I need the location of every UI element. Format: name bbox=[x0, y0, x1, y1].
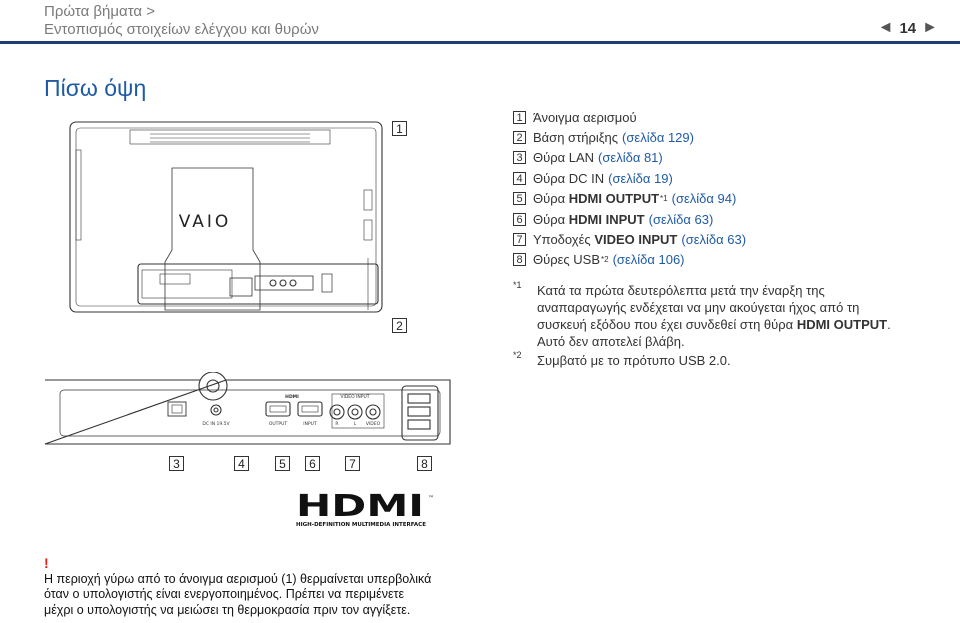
page-link[interactable]: (σελίδα 94) bbox=[671, 191, 737, 207]
video-jack-label: VIDEO bbox=[366, 421, 381, 427]
callout-1: 1 bbox=[392, 121, 407, 136]
port-panel-illustration: HDMI VIDEO INPUT DC IN 19.5V OUTPUT INPU… bbox=[44, 372, 451, 445]
footnote-1: *1 Κατά τα πρώτα δευτερόλεπτα μετά την έ… bbox=[513, 280, 891, 349]
page-link[interactable]: (σελίδα 19) bbox=[608, 170, 673, 186]
header-rule bbox=[0, 41, 960, 44]
audio-r-label: R bbox=[335, 421, 338, 427]
page-link[interactable]: (σελίδα 129) bbox=[622, 130, 694, 146]
callout-7: 7 bbox=[345, 456, 360, 471]
page-link[interactable]: (σελίδα 106) bbox=[612, 252, 685, 268]
video-input-label: VIDEO INPUT bbox=[340, 394, 369, 400]
callout-5: 5 bbox=[275, 456, 290, 471]
dc-in-label: DC IN 19.5V bbox=[202, 421, 230, 427]
page-link[interactable]: (σελίδα 81) bbox=[598, 150, 663, 166]
callout-3: 3 bbox=[169, 456, 184, 471]
callout-8: 8 bbox=[417, 456, 432, 471]
svg-text:HIGH-DEFINITION MULTIMEDIA INT: HIGH-DEFINITION MULTIMEDIA INTERFACE bbox=[296, 522, 426, 528]
hdmi-logo: HDMI ™ HIGH-DEFINITION MULTIMEDIA INTERF… bbox=[296, 490, 434, 528]
footnote-2: *2 Συμβατό με το πρότυπο USB 2.0. bbox=[513, 350, 731, 368]
page-navigation: ◄ 14 ► bbox=[878, 19, 938, 37]
warning-notice: ! Η περιοχή γύρω από το άνοιγμα αερισμού… bbox=[44, 555, 432, 617]
prev-page-button[interactable]: ◄ bbox=[877, 19, 894, 36]
warning-icon: ! bbox=[44, 555, 49, 571]
vaio-logo: VAIO bbox=[179, 212, 232, 232]
callout-6: 6 bbox=[305, 456, 320, 471]
breadcrumb-parent[interactable]: Πρώτα βήματα > bbox=[44, 3, 156, 20]
svg-text:™: ™ bbox=[428, 495, 434, 502]
hdmi-input-label: INPUT bbox=[303, 421, 317, 427]
page-link[interactable]: (σελίδα 63) bbox=[648, 211, 714, 227]
hdmi-port-label: HDMI bbox=[285, 394, 299, 400]
svg-text:HDMI: HDMI bbox=[296, 490, 424, 524]
page-title: Πίσω όψη bbox=[44, 75, 147, 101]
next-page-button[interactable]: ► bbox=[922, 19, 938, 36]
page-link[interactable]: (σελίδα 63) bbox=[681, 232, 747, 248]
audio-l-label: L bbox=[354, 421, 357, 427]
rear-view-illustration: VAIO bbox=[69, 121, 383, 313]
callout-4: 4 bbox=[234, 456, 249, 471]
breadcrumb-current: Εντοπισμός στοιχείων ελέγχου και θυρών bbox=[44, 21, 319, 38]
callout-2: 2 bbox=[392, 318, 407, 333]
page-number: 14 bbox=[899, 19, 917, 37]
hdmi-output-label: OUTPUT bbox=[269, 421, 288, 427]
